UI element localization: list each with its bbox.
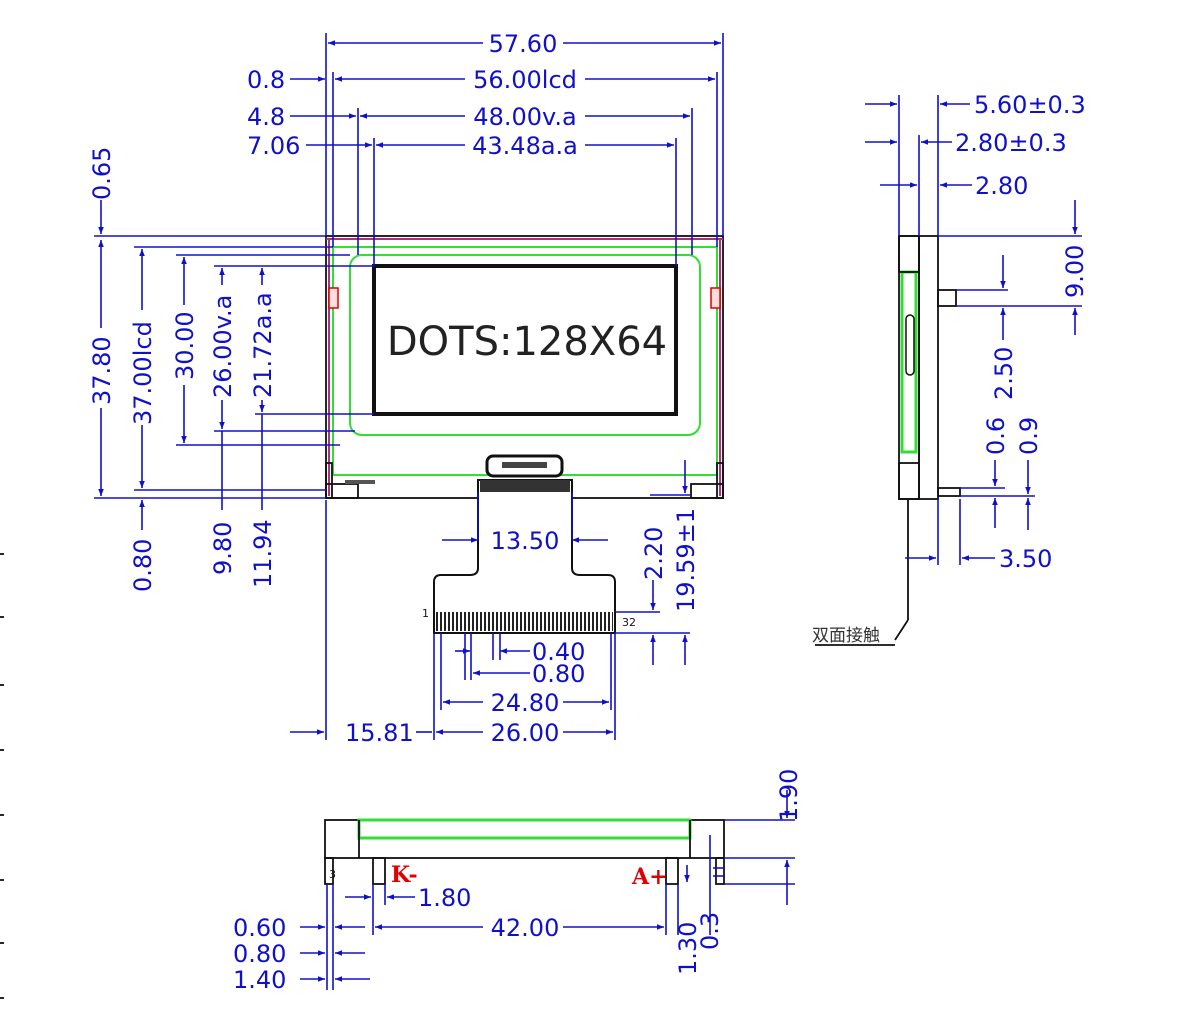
viewing-window-green bbox=[349, 254, 701, 436]
dim-overall-width: 57.60 bbox=[489, 30, 558, 58]
dim-pins-span: 24.80 bbox=[491, 689, 560, 717]
dim-r1: 1.30 bbox=[674, 922, 702, 975]
dim-frame-thick: 2.80 bbox=[975, 172, 1028, 200]
dim-aa-bottom: 11.94 bbox=[249, 519, 277, 588]
dim-lcd-offset: 0.8 bbox=[247, 66, 285, 94]
k-pin bbox=[372, 857, 386, 885]
dim-d2: 0.80 bbox=[233, 940, 286, 968]
dim-pitch-width: 0.40 bbox=[532, 638, 585, 666]
pin-last: 32 bbox=[622, 616, 636, 629]
bottom-view: K- A+ 3 bbox=[324, 818, 725, 890]
bottom-dimension-lines bbox=[300, 790, 795, 990]
dim-lcd-height: 37.00lcd bbox=[129, 321, 157, 425]
dim-total-thick: 5.60±0.3 bbox=[974, 91, 1086, 119]
dim-r2: 0.3 bbox=[696, 912, 724, 950]
small-3: 3 bbox=[329, 868, 336, 881]
dim-pin-w: 1.80 bbox=[418, 884, 471, 912]
dim-va-height: 26.00v.a bbox=[209, 295, 237, 398]
dim-bottom-gap: 0.80 bbox=[129, 539, 157, 592]
right-tab bbox=[710, 287, 721, 309]
dim-contact-len: 2.20 bbox=[640, 527, 668, 580]
dim-pin-span: 2.50 bbox=[990, 347, 1018, 400]
active-area bbox=[372, 264, 678, 416]
dim-va-width: 48.00v.a bbox=[473, 103, 576, 131]
dots-label: DOTS:128X64 bbox=[387, 319, 667, 365]
dim-upper-pin: 9.00 bbox=[1061, 245, 1089, 298]
a-pin bbox=[665, 857, 679, 885]
k-minus-label: K- bbox=[391, 862, 418, 888]
dim-pin-pitch: 42.00 bbox=[491, 914, 560, 942]
dim-va-bottom: 9.80 bbox=[209, 522, 237, 575]
dim-pin-b: 0.9 bbox=[1015, 417, 1043, 455]
contact-note: 双面接触 bbox=[812, 626, 880, 646]
dim-tail-width: 26.00 bbox=[491, 719, 560, 747]
dim-aa-height: 21.72a.a bbox=[249, 292, 277, 398]
dim-bottom-w: 3.50 bbox=[999, 545, 1052, 573]
a-plus-label: A+ bbox=[631, 864, 668, 890]
dim-panel-thick: 2.80±0.3 bbox=[955, 129, 1067, 157]
dim-aa-offset: 7.06 bbox=[247, 132, 300, 160]
dim-va-offset: 4.8 bbox=[247, 103, 285, 131]
dim-window-height: 30.00 bbox=[171, 311, 199, 380]
dim-d1: 0.60 bbox=[233, 914, 286, 942]
dim-overall-height: 37.80 bbox=[88, 336, 116, 405]
dim-pin-a: 0.6 bbox=[982, 417, 1010, 455]
fpc-tail bbox=[433, 479, 616, 634]
dim-aa-width: 43.48a.a bbox=[472, 132, 578, 160]
front-view: DOTS:128X64 1 32 bbox=[325, 235, 724, 634]
bottom-dimension-text: 1.90 1.80 42.00 0.60 0.80 1.40 1.30 0.3 bbox=[233, 769, 803, 994]
side-dimension-lines bbox=[865, 95, 1082, 565]
page-edge-ticks bbox=[0, 553, 4, 999]
dim-tail-len: 19.59±1 bbox=[672, 508, 700, 612]
dim-left-offset: 15.81 bbox=[345, 719, 414, 747]
dim-top-gap: 0.65 bbox=[88, 147, 116, 200]
front-dimension-text: 57.60 56.00lcd 48.00v.a 43.48a.a 0.8 4.8… bbox=[88, 30, 700, 747]
side-view bbox=[894, 235, 961, 641]
dim-lcd-width: 56.00lcd bbox=[473, 66, 577, 94]
pin-first: 1 bbox=[422, 607, 429, 620]
left-tab bbox=[328, 287, 339, 309]
fpc-contacts bbox=[436, 612, 613, 631]
dim-d3: 1.40 bbox=[233, 966, 286, 994]
dim-neck-width: 13.50 bbox=[491, 527, 560, 555]
dim-bottom-height: 1.90 bbox=[775, 769, 803, 822]
dim-pitch: 0.80 bbox=[532, 660, 585, 688]
side-dimension-text: 5.60±0.3 2.80±0.3 2.80 9.00 2.50 0.6 0.9… bbox=[812, 91, 1089, 646]
